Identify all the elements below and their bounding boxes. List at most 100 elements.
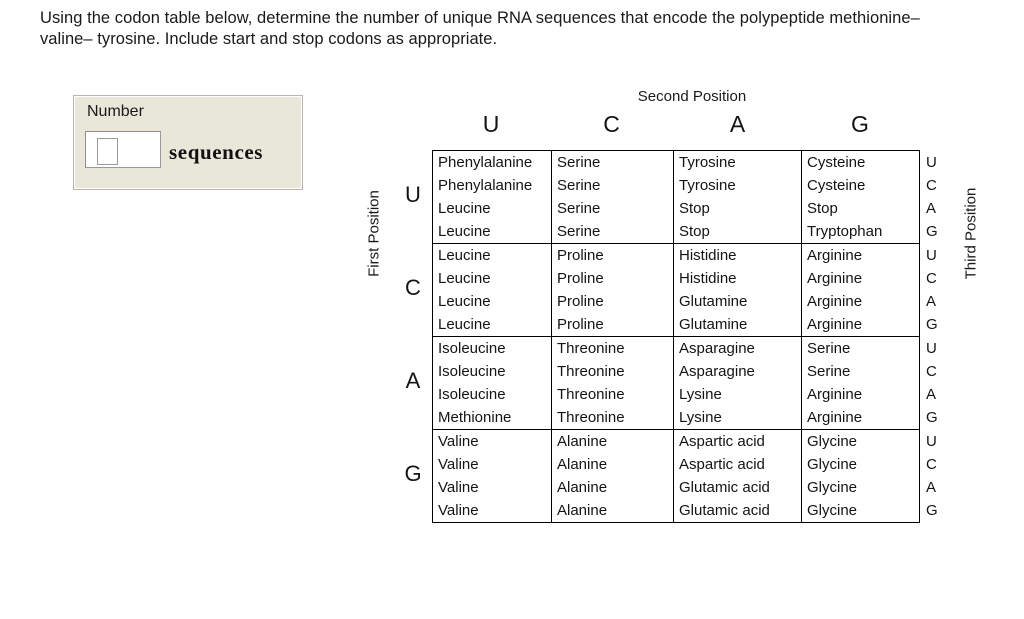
codon-cell: Asparagine (673, 360, 801, 383)
codon-cell: Threonine (551, 383, 673, 406)
codon-cell: Arginine (801, 406, 916, 429)
first-position-label: First Position (365, 190, 383, 277)
codon-cell: Glutamine (673, 290, 801, 313)
third-position-letter: U (926, 340, 937, 357)
codon-cell: Serine (551, 220, 673, 243)
codon-cell: Cysteine (801, 151, 916, 174)
third-position-letter: G (926, 223, 938, 240)
codon-cell: Stop (673, 197, 801, 220)
column-header-g: G (851, 111, 869, 137)
codon-cell: Glycine (801, 476, 916, 499)
codon-cell: Alanine (551, 499, 673, 522)
codon-cell: Aspartic acid (673, 453, 801, 476)
codon-cell: Tyrosine (673, 151, 801, 174)
codon-cell: Arginine (801, 244, 916, 267)
codon-cell: Valine (438, 502, 479, 519)
codon-cell: Leucine (438, 223, 491, 240)
codon-cell: Glycine (801, 499, 916, 522)
codon-cell: Proline (551, 290, 673, 313)
codon-cell: Histidine (673, 244, 801, 267)
codon-cell: Isoleucine (438, 386, 506, 403)
codon-cell: Leucine (438, 293, 491, 310)
codon-cell: Serine (551, 174, 673, 197)
codon-cell: Methionine (438, 409, 512, 426)
column-header-u: U (482, 111, 500, 137)
codon-cell: Glutamine (673, 313, 801, 336)
third-position-letter: C (926, 363, 937, 380)
codon-cell: Phenylalanine (438, 177, 533, 194)
codon-cell: Glutamic acid (673, 476, 801, 499)
codon-cell: Glutamic acid (673, 499, 801, 522)
codon-cell: Arginine (801, 267, 916, 290)
third-position-letter: G (926, 502, 938, 519)
codon-cell: Arginine (801, 383, 916, 406)
codon-cell: Leucine (438, 247, 491, 264)
answer-label: Number (87, 103, 144, 120)
codon-cell: Valine (438, 479, 479, 496)
third-position-letter: C (926, 270, 937, 287)
codon-cell: Threonine (551, 406, 673, 429)
codon-cell: Valine (438, 456, 479, 473)
codon-cell: Serine (551, 197, 673, 220)
answer-input-field[interactable] (85, 131, 161, 168)
codon-cell: Stop (801, 197, 916, 220)
codon-cell: Alanine (551, 453, 673, 476)
text-caret (97, 138, 118, 165)
third-position-label: Third Position (962, 187, 980, 280)
codon-cell: Lysine (673, 406, 801, 429)
codon-cell: Threonine (551, 360, 673, 383)
third-position-letter: A (926, 479, 937, 496)
codon-cell: Lysine (673, 383, 801, 406)
codon-cell: Glycine (801, 430, 916, 453)
codon-cell: Stop (673, 220, 801, 243)
codon-cell: Serine (801, 337, 916, 360)
codon-cell: Isoleucine (438, 363, 506, 380)
third-position-letter: G (926, 316, 938, 333)
codon-cell: Proline (551, 313, 673, 336)
codon-cell: Leucine (438, 270, 491, 287)
codon-cell: Proline (551, 244, 673, 267)
codon-cell: Arginine (801, 290, 916, 313)
codon-cell: Serine (801, 360, 916, 383)
third-position-letter: A (926, 200, 937, 217)
third-position-letter: U (926, 247, 937, 264)
codon-cell: Leucine (438, 316, 491, 333)
third-position-letter: C (926, 177, 937, 194)
third-position-letter: A (926, 386, 937, 403)
codon-cell: Asparagine (673, 337, 801, 360)
question-prompt: Using the codon table below, determine t… (40, 9, 920, 48)
column-header-a: A (729, 111, 746, 137)
third-position-letter: A (926, 293, 937, 310)
first-position-letter-c: C (405, 275, 421, 300)
codon-cell: Valine (438, 433, 479, 450)
codon-table: Second Position First Position Third Pos… (340, 85, 1005, 535)
codon-cell: Arginine (801, 313, 916, 336)
codon-cell: Aspartic acid (673, 430, 801, 453)
codon-cell: Phenylalanine (438, 154, 533, 171)
codon-cell: Proline (551, 267, 673, 290)
answer-units-label: sequences (169, 140, 264, 164)
codon-cell: Threonine (551, 337, 673, 360)
codon-cell: Alanine (551, 430, 673, 453)
codon-cell: Isoleucine (438, 340, 506, 357)
codon-cell: Serine (551, 151, 673, 174)
codon-cell: Tyrosine (673, 174, 801, 197)
